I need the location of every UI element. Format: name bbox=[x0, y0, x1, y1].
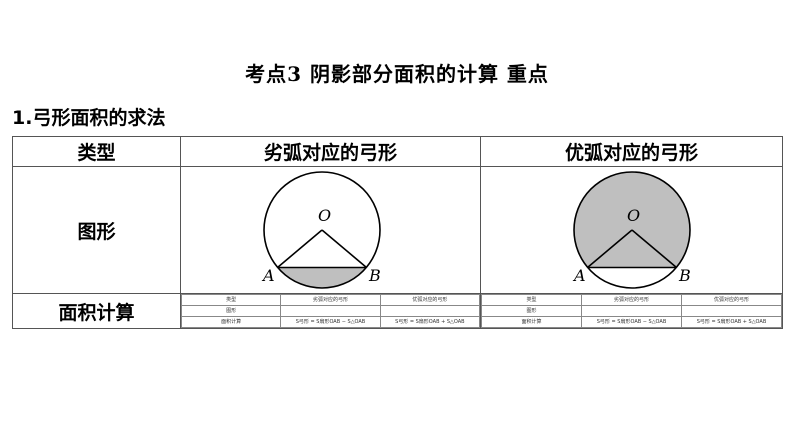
page-title: 考点3 阴影部分面积的计算 重点 bbox=[245, 62, 549, 86]
mini-header-type: 类型 bbox=[481, 294, 582, 306]
minor-mini-table: 类型 劣弧对应的弓形 优弧对应的弓形 图形 面积计算 S弓形 = S扇形OAB … bbox=[180, 294, 481, 328]
mini-header-major: 优弧对应的弓形 bbox=[681, 294, 782, 306]
area-row-label: 面积计算 bbox=[12, 293, 181, 329]
point-o-label: O bbox=[318, 206, 331, 225]
major-segment-shade bbox=[574, 172, 690, 268]
minor-area-cell: 类型 劣弧对应的弓形 优弧对应的弓形 图形 面积计算 S弓形 = S扇形OAB … bbox=[180, 293, 481, 329]
point-a-label: A bbox=[572, 266, 586, 285]
figure-row: 图形 O A B O A B bbox=[12, 166, 783, 294]
area-row: 面积计算 类型 劣弧对应的弓形 优弧对应的弓形 图形 面积计算 S弓形 = S扇… bbox=[12, 293, 783, 329]
mini-minor-formula: S弓形 = S扇形OAB − S△OAB bbox=[581, 316, 682, 328]
mini-header-minor: 劣弧对应的弓形 bbox=[581, 294, 682, 306]
mini-figure-blank bbox=[379, 305, 481, 317]
major-segment-diagram: O A B bbox=[572, 171, 691, 289]
mini-figure-blank bbox=[280, 305, 381, 317]
mini-header-minor: 劣弧对应的弓形 bbox=[280, 294, 381, 306]
mini-area-label: 面积计算 bbox=[481, 316, 582, 328]
header-major-segment: 优弧对应的弓形 bbox=[480, 136, 783, 167]
point-a-label: A bbox=[261, 266, 275, 285]
major-area-cell: 类型 劣弧对应的弓形 优弧对应的弓形 图形 面积计算 S弓形 = S扇形OAB … bbox=[480, 293, 783, 329]
mini-minor-formula: S弓形 = S扇形OAB − S△OAB bbox=[280, 316, 381, 328]
point-b-label: B bbox=[678, 266, 691, 285]
mini-figure-blank bbox=[581, 305, 682, 317]
mini-header-type: 类型 bbox=[180, 294, 282, 306]
minor-segment-diagram: O A B bbox=[261, 171, 381, 289]
mini-header-major: 优弧对应的弓形 bbox=[379, 294, 481, 306]
mini-area-label: 面积计算 bbox=[180, 316, 282, 328]
minor-segment-figure-cell: O A B bbox=[180, 166, 481, 294]
header-minor-segment: 劣弧对应的弓形 bbox=[180, 136, 481, 167]
mini-figure-blank bbox=[681, 305, 782, 317]
figure-row-label: 图形 bbox=[12, 166, 181, 294]
point-o-label: O bbox=[627, 206, 640, 225]
mini-major-formula: S弓形 = S扇形OAB + S△OAB bbox=[379, 316, 481, 328]
mini-figure-label: 图形 bbox=[180, 305, 282, 317]
header-row: 类型 劣弧对应的弓形 优弧对应的弓形 bbox=[12, 136, 783, 167]
mini-figure-label: 图形 bbox=[481, 305, 582, 317]
radius-oa bbox=[586, 229, 633, 269]
circle-outline bbox=[263, 171, 381, 289]
point-b-label: B bbox=[368, 266, 381, 285]
circle-outline bbox=[573, 171, 691, 289]
section-heading: 1.弓形面积的求法 bbox=[12, 107, 166, 129]
minor-segment-shade bbox=[277, 267, 367, 289]
mini-major-formula: S弓形 = S扇形OAB + S△OAB bbox=[681, 316, 782, 328]
major-mini-table: 类型 劣弧对应的弓形 优弧对应的弓形 图形 面积计算 S弓形 = S扇形OAB … bbox=[481, 294, 782, 328]
segment-area-table: 类型 劣弧对应的弓形 优弧对应的弓形 图形 O A B bbox=[12, 136, 783, 329]
header-type: 类型 bbox=[12, 136, 181, 167]
radius-oa bbox=[276, 229, 323, 269]
radius-ob bbox=[631, 229, 678, 269]
major-segment-figure-cell: O A B bbox=[480, 166, 783, 294]
radius-ob bbox=[321, 229, 368, 269]
